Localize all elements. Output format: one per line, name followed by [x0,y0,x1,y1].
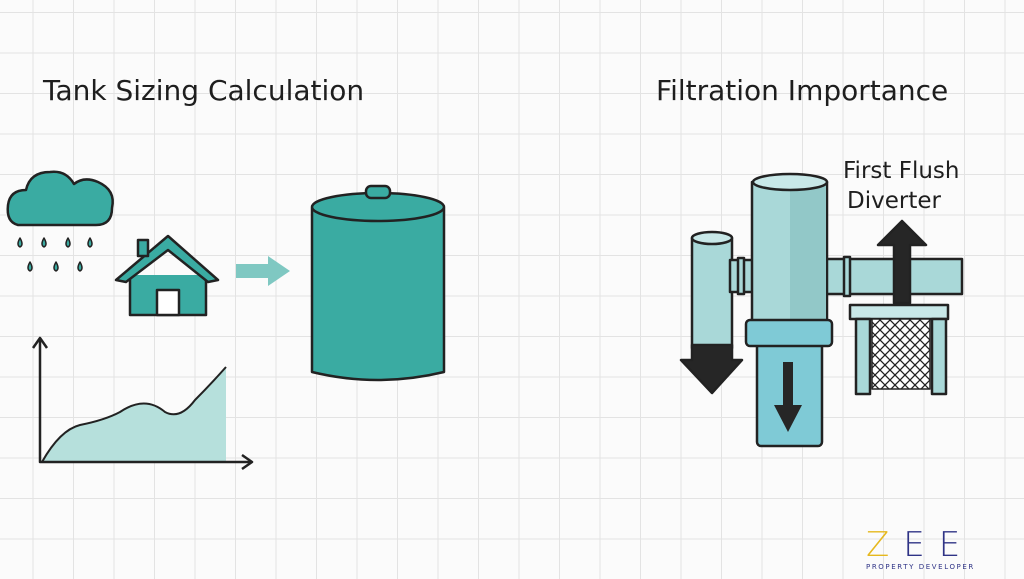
label-line-1: First Flush [843,158,960,184]
arrow-right-icon [236,256,290,286]
rain-drops-icon [17,237,93,272]
arrow-down-icon [774,362,802,432]
rainfall-chart-icon [31,336,254,471]
cloud-icon [6,170,114,227]
label-line-2: Diverter [847,188,941,214]
water-tank-icon [310,184,446,382]
tank-sizing-title: Tank Sizing Calculation [43,74,365,107]
logo-letter-z: Z [866,525,904,565]
mesh-filter-icon [871,318,931,390]
logo-tagline: PROPERTY DEVELOPER [866,563,975,571]
filtration-title: Filtration Importance [656,74,949,107]
arrow-down-icon [679,343,744,395]
arrow-up-icon [876,219,928,305]
zee-logo: ZEE PROPERTY DEVELOPER [866,528,1008,571]
first-flush-label: First Flush Diverter [843,156,959,216]
logo-letter-e: E [938,525,975,565]
house-icon [114,234,220,317]
filtration-system-icon [679,172,964,448]
logo-letter-e: E [903,525,939,565]
